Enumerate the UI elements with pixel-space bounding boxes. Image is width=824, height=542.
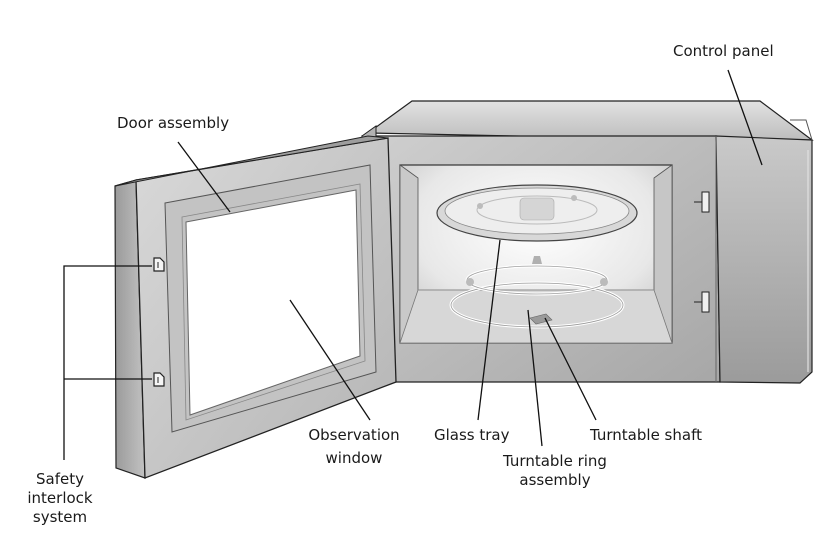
leader-turntable-ring (527, 309, 543, 447)
label-safety-line3: system (32, 508, 88, 526)
latch-slot-lower (694, 291, 710, 313)
turntable-shaft (529, 313, 553, 325)
observation-window (181, 183, 366, 421)
label-turntable-ring-line2: assembly (519, 471, 591, 489)
label-turntable-ring-assembly: Turntable ring assembly (490, 452, 620, 490)
interlock-hook-lower (153, 372, 165, 387)
label-turntable-ring-line1: Turntable ring (503, 452, 607, 470)
control-panel (715, 119, 813, 384)
label-turntable-shaft: Turntable shaft (590, 426, 702, 444)
label-safety-line1: Safety (36, 470, 84, 488)
leader-control-panel (727, 69, 763, 166)
interlock-hook-upper (153, 257, 165, 272)
leader-safety-interlock (63, 265, 152, 460)
label-observation-window-line1: Observation (308, 426, 400, 444)
leader-observation-window (289, 299, 371, 421)
leader-turntable-shaft (544, 317, 597, 421)
turntable-ring (449, 256, 625, 329)
leader-door-assembly (177, 141, 231, 213)
label-glass-tray: Glass tray (434, 426, 510, 444)
label-door-assembly: Door assembly (117, 114, 230, 132)
glass-tray (436, 184, 638, 242)
leader-glass-tray (477, 239, 501, 421)
label-safety-line2: interlock (27, 489, 93, 507)
label-observation-window: Observation window (300, 426, 408, 468)
leader-lines (63, 69, 763, 460)
label-control-panel: Control panel (673, 42, 774, 60)
latch-slot-upper (694, 191, 710, 213)
label-observation-window-line2: window (325, 449, 383, 467)
label-safety-interlock-system: Safety interlock system (14, 470, 106, 527)
